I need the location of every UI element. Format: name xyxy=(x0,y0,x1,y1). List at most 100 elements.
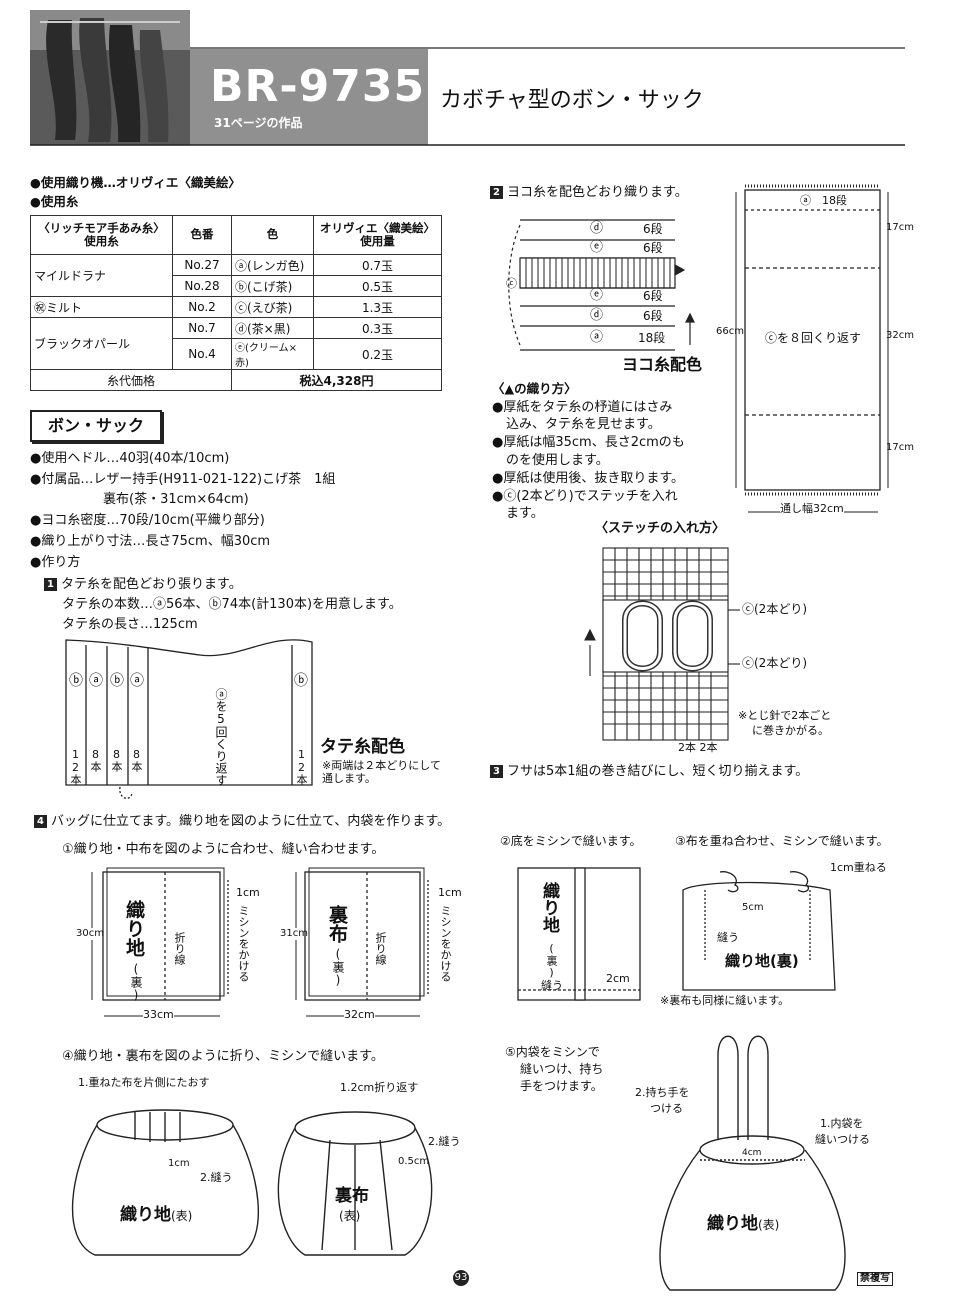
r3-5cm: 5cm xyxy=(742,902,764,913)
section-title: ボン・サック xyxy=(30,410,162,442)
howto-line-2: 込み、タテ糸を見せます。 xyxy=(506,417,661,432)
step4-rects xyxy=(91,867,641,1017)
weft-row-c-5: ⓐ xyxy=(590,330,604,345)
left-1cm: 1cm xyxy=(236,886,260,899)
step4-number: 4 xyxy=(34,815,47,828)
mid-w32: 32cm xyxy=(344,1008,375,1022)
weft-row-c-3: ⓔ xyxy=(590,288,604,303)
header-photo xyxy=(30,10,190,145)
table-row: 糸代価格 税込4,328円 xyxy=(30,369,442,391)
right-fabric-label: 織り地 xyxy=(539,882,559,933)
weft-row-c-2: ⓔ xyxy=(590,240,604,255)
r3-note: ※裏布も同様に縫います。 xyxy=(660,994,790,1007)
step3-number: 3 xyxy=(490,765,503,778)
yarn-table: 〈リッチモア手あみ糸〉使用糸 色番 色 オリヴィエ〈織美絵〉使用量 マイルドラナ… xyxy=(30,215,442,391)
cell-amount: 0.2玉 xyxy=(313,338,442,370)
weft-stripes xyxy=(525,258,671,288)
howto-line-7: ます。 xyxy=(506,506,544,521)
warp-label-4: ⓐ xyxy=(130,673,144,689)
left-h30: 30cm xyxy=(76,928,104,940)
pattern-code: BR-9735 xyxy=(210,61,426,112)
dim-32: 32cm xyxy=(886,330,914,341)
howto-line-5: ●厚紙は使用後、抜き取ります。 xyxy=(492,471,685,486)
b1-label-main: 織り地 xyxy=(120,1205,171,1225)
panel-top: ⓐ 18段 xyxy=(800,194,847,207)
weft-row-n-2: 6段 xyxy=(643,241,663,255)
price-label: 糸代価格 xyxy=(30,369,232,391)
cell-no: No.4 xyxy=(172,338,232,370)
step3-text: 3 フサは5本1組の巻き結びにし、短く切り揃えます。 xyxy=(490,764,809,780)
right-2cm: 2cm xyxy=(606,972,630,985)
b1-1cm: 1cm xyxy=(168,1158,190,1169)
table-row: ㊗ミルト No.2 ⓒ(えび茶) 1.3玉 xyxy=(30,296,442,318)
step3-label: フサは5本1組の巻き結びにし、短く切り揃えます。 xyxy=(507,764,809,779)
b2-sub: (表) xyxy=(339,1209,361,1223)
th-no: 色番 xyxy=(172,215,232,255)
warp-count-1: 12本 xyxy=(69,748,82,785)
th-color: 色 xyxy=(231,215,314,255)
stitch-title: 〈ステッチの入れ方〉 xyxy=(595,521,726,536)
step5-b: 縫いつけ、持ち xyxy=(520,1062,604,1076)
mid-fold: 折り線 xyxy=(374,932,387,965)
stitch-c2: ⓒ(2本どり) xyxy=(742,656,807,670)
left-fold: 折り線 xyxy=(173,932,186,965)
b1-label-sub: (表) xyxy=(171,1209,193,1223)
b3-label-main: 織り地 xyxy=(707,1214,758,1234)
warp-label-3: ⓑ xyxy=(110,673,124,689)
r3-label: 織り地(裏) xyxy=(725,952,799,970)
cell-yarn: ブラックオパール xyxy=(30,317,173,370)
weft-row-n-5: 18段 xyxy=(638,331,666,345)
step4-sub3: ③布を重ね合わせ、ミシンで縫います。 xyxy=(675,834,889,848)
b2-05: 0.5cm xyxy=(398,1156,430,1167)
step1-label: タテ糸を配色どおり張ります。 xyxy=(61,577,242,592)
weft-caption: ヨコ糸配色 xyxy=(622,355,703,374)
pattern-subtitle: 31ページの作品 xyxy=(214,116,303,130)
woven-panel xyxy=(735,184,889,513)
weft-row-c-1: ⓓ xyxy=(590,221,604,236)
howto-line-4: のを使用します。 xyxy=(506,453,609,468)
cell-color: ⓒ(えび茶) xyxy=(231,296,314,318)
left-fabric-sub: (裏) xyxy=(129,962,143,1002)
table-row: マイルドラナ No.27 ⓐ(レンガ色) 0.7玉 xyxy=(30,254,442,297)
b3-4cm: 4cm xyxy=(742,1148,762,1158)
price-value: 税込4,328円 xyxy=(231,369,442,391)
b3-bag-2: 縫いつける xyxy=(815,1133,870,1146)
warp-label-1: ⓑ xyxy=(69,673,83,689)
b2-sew: 2.縫う xyxy=(428,1135,461,1148)
warp-label-5: ⓑ xyxy=(294,673,308,689)
panel-width: 通し幅32cm xyxy=(780,502,844,516)
r3-sew: 縫う xyxy=(717,931,739,944)
b2-label: 裏布 xyxy=(335,1186,369,1206)
weft-row-n-1: 6段 xyxy=(643,222,663,236)
mid-1cm: 1cm xyxy=(438,886,462,899)
weft-row-n-3: 6段 xyxy=(643,289,663,303)
cell-no: No.7 xyxy=(172,317,232,339)
parts-spec-2: 裏布(茶・31cm×64cm) xyxy=(103,492,249,507)
loom-spec: ●使用織り機…オリヴィエ〈織美絵〉 xyxy=(30,175,241,190)
step5-c: 手をつけます。 xyxy=(520,1079,603,1093)
cell-amount: 0.5玉 xyxy=(313,275,442,297)
r3-1cm: 1cm重ねる xyxy=(830,861,887,874)
size-spec: ●織り上がり寸法…長さ75cm、幅30cm xyxy=(30,534,271,549)
mid-fabric-sub: (裏) xyxy=(331,947,345,987)
cell-yarn: ㊗ミルト xyxy=(30,296,173,318)
right-fabric-sub: (裏) xyxy=(545,942,558,979)
cell-no: No.28 xyxy=(172,275,232,297)
warp-label-2: ⓐ xyxy=(89,673,103,689)
left-fabric-label: 織り地 xyxy=(123,900,145,957)
bag-flat-diagram xyxy=(682,871,836,991)
stitch-note-2: に巻きかがる。 xyxy=(752,724,829,737)
dim-17a: 17cm xyxy=(886,222,914,233)
dim-17b: 17cm xyxy=(886,442,914,453)
cell-amount: 0.3玉 xyxy=(313,317,442,339)
step1-number: 1 xyxy=(44,578,57,591)
right-sew: 縫う xyxy=(541,979,563,992)
table-row: ブラックオパール No.7 ⓓ(茶×黒) 0.3玉 xyxy=(30,317,442,370)
warp-repeat: ⓐを5回くり返す xyxy=(214,688,228,786)
warp-count-2: 8本 xyxy=(89,748,102,772)
table-row: No.28 ⓑ(こげ茶) 0.5玉 xyxy=(31,275,442,297)
mid-sew: ミシンをかける xyxy=(439,905,452,982)
stitch-bottom: 2本 2本 xyxy=(678,741,718,754)
bottom-bags xyxy=(71,1035,846,1291)
